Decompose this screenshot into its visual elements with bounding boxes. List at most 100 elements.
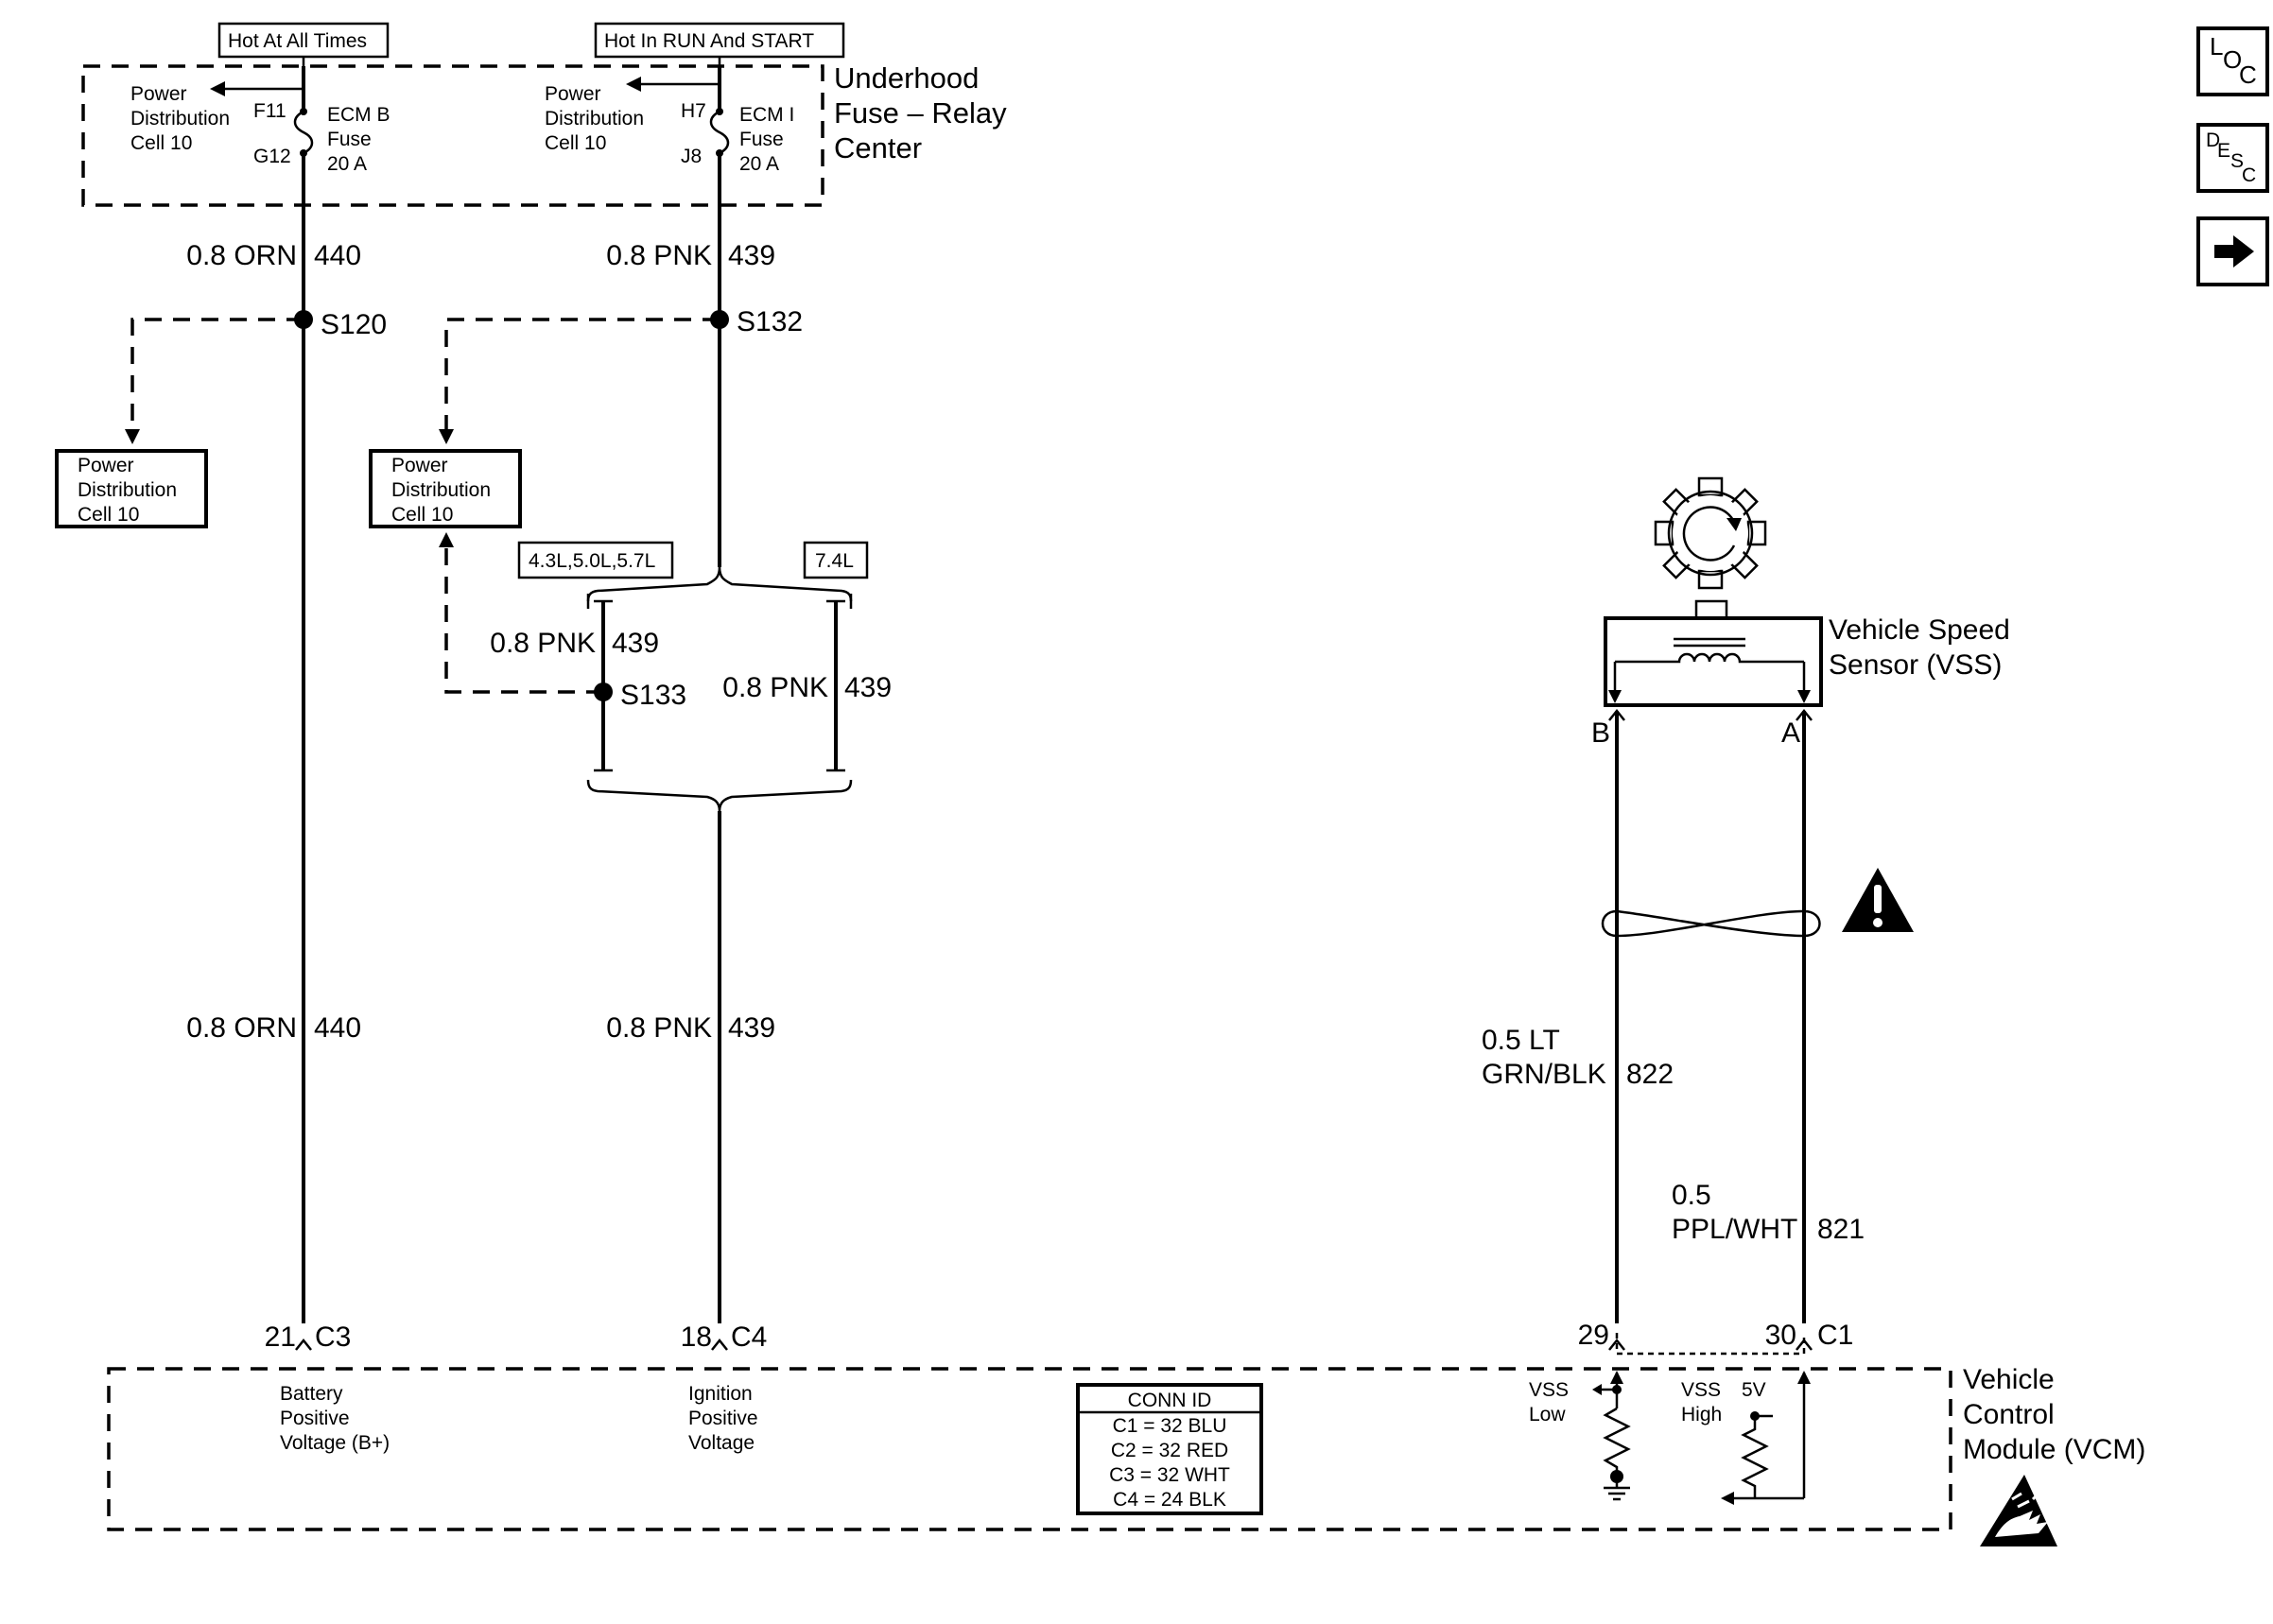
vss-title-1: Vehicle Speed [1829,614,2010,646]
ecm-b-fuse-label-2: Fuse [327,129,372,150]
pd-ref-right-3: Cell 10 [545,132,606,154]
splice-s120-label: S120 [321,309,387,340]
vss-high-label-2: High [1681,1404,1722,1425]
pd-ref-left-3: Cell 10 [130,132,192,154]
fuse-relay-center-title: Underhood [834,61,979,95]
c4-connector-name: C4 [731,1322,767,1353]
ecm-b-fuse-label-3: 20 A [327,153,367,175]
pd-box-right-line1: Power [391,455,448,476]
vcm-title-2: Control [1963,1399,2055,1430]
vss-low-label-1: VSS [1529,1379,1569,1401]
wire-440-gauge-upper: 0.8 ORN [186,240,297,271]
warning-icon [1842,868,1914,932]
wire-821-num: 821 [1817,1214,1865,1245]
desc-button[interactable]: D E S C [2196,123,2269,193]
vss-low-resistor [1603,1407,1631,1475]
vcm-ignition-label-3: Voltage [688,1432,755,1454]
fuse-symbol-right [709,110,730,155]
esd-icon [1980,1475,2057,1546]
conn-id-table: CONN ID C1 = 32 BLU C2 = 32 RED C3 = 32 … [1076,1383,1263,1515]
vcm-title-1: Vehicle [1963,1364,2055,1395]
c1-connector-name: C1 [1817,1320,1853,1351]
arrow-down-icon [1608,690,1622,703]
fuse-pin-f11: F11 [253,100,286,122]
pd-box-right-line2: Distribution [391,479,491,501]
vcm-ignition-label-2: Positive [688,1408,758,1429]
wire-439-num-upper: 439 [728,240,775,271]
fuse-symbol-left [293,110,314,155]
desc-button-label-d: D [2206,130,2220,151]
c1-pin-left: 29 [1578,1320,1609,1351]
next-button[interactable] [2196,216,2269,286]
arrow-up-icon [439,532,454,547]
loc-button-label-l: L [2210,32,2223,60]
pd-ref-right-1: Power [545,83,601,105]
ground-icon [1604,1477,1630,1501]
vcm-ignition-label-1: Ignition [688,1383,753,1405]
option-brace-top [586,566,853,602]
arrow-up-icon [1797,1371,1811,1384]
engine-option-large-box [803,541,869,579]
pd-box-left[interactable] [55,449,208,528]
wire-821-gauge-2: PPL/WHT [1672,1214,1797,1245]
vss-title-2: Sensor (VSS) [1829,649,2002,681]
wire-821-gauge-1: 0.5 [1672,1180,1711,1211]
vcm-battery-label-2: Positive [280,1408,350,1429]
option-brace-bottom [586,779,853,812]
five-volt-label: 5V [1742,1379,1766,1401]
loc-button-label-c: C [2239,60,2257,89]
pd-ref-right-2: Distribution [545,108,644,130]
arrow-left-icon [210,81,225,96]
ecm-i-fuse-label-1: ECM I [739,104,794,126]
c3-connector-name: C3 [315,1322,351,1353]
engine-option-small-label: 4.3L,5.0L,5.7L [529,550,655,572]
ecm-i-fuse-label-3: 20 A [739,153,779,175]
ecm-b-fuse-label-1: ECM B [327,104,390,126]
pd-box-right-line3: Cell 10 [391,504,453,526]
fuse-relay-center-outline [81,64,824,207]
wire-440-gauge-lower: 0.8 ORN [186,1012,297,1044]
pd-box-right[interactable] [369,449,522,528]
c1-connector-outline [1615,1333,1806,1356]
fuse-pin-j8: J8 [681,146,702,167]
arrow-up-icon [1610,1371,1623,1384]
splice-s132-label: S132 [737,306,803,337]
pd-box-left-line2: Distribution [78,479,177,501]
splice-s133-label: S133 [620,680,686,711]
vcm-title-3: Module (VCM) [1963,1434,2145,1465]
c1-pin-right: 30 [1765,1320,1796,1351]
engine-option-small-box [517,541,674,579]
wire-822-num: 822 [1626,1059,1674,1090]
arrow-down-icon [125,429,140,444]
wire-822-gauge-1: 0.5 LT [1482,1025,1560,1056]
wire-439-gauge-right: 0.8 PNK [722,672,828,703]
wire-822-gauge-2: GRN/BLK [1482,1059,1606,1090]
pd-box-left-line1: Power [78,455,134,476]
fuse-relay-center-title-3: Center [834,131,922,164]
vss-stem [1694,599,1728,620]
fuse-relay-center-title-2: Fuse – Relay [834,96,1007,130]
vss-low-label-2: Low [1529,1404,1566,1425]
arrow-down-icon [1797,690,1811,703]
vss-high-label-1: VSS [1681,1379,1721,1401]
wire-439-num-left: 439 [612,628,659,659]
loc-button-label-o: O [2223,45,2242,74]
vcm-outline [107,1367,1952,1531]
hot-in-run-start-label: Hot In RUN And START [604,30,814,52]
twisted-pair [1601,909,1821,938]
pd-ref-left-1: Power [130,83,187,105]
wire-440-num-upper: 440 [314,240,361,271]
arrow-left-icon [626,77,641,92]
conn-id-row: C1 = 32 BLU [1113,1415,1227,1437]
hot-at-all-times-label: Hot At All Times [228,30,367,52]
desc-button-label-c: C [2242,164,2256,186]
c3-pin-num: 21 [265,1322,296,1353]
wire-439-num-right: 439 [844,672,892,703]
engine-option-large-label: 7.4L [815,550,854,572]
wire-439-num-lower: 439 [728,1012,775,1044]
loc-button[interactable]: L O C [2196,26,2269,96]
pd-ref-left-2: Distribution [130,108,230,130]
wire-440-num-lower: 440 [314,1012,361,1044]
conn-id-row: C3 = 32 WHT [1109,1464,1230,1486]
